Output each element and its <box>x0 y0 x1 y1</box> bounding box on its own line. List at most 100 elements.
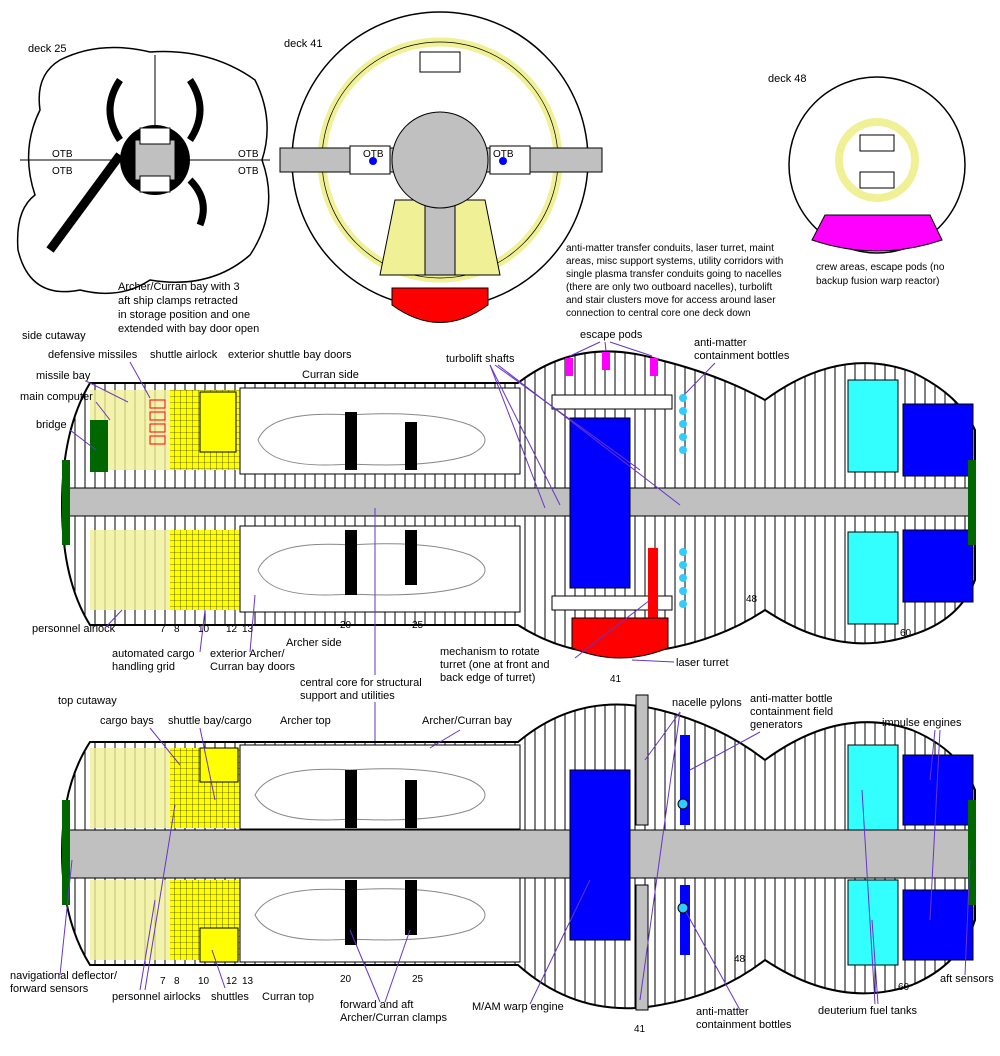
side-bottle <box>679 446 687 454</box>
side-deck-number: 13 <box>242 624 254 635</box>
side-deck-number: 10 <box>198 624 210 635</box>
top-label: Curran top <box>262 991 314 1003</box>
side-label: exterior Archer/ <box>210 648 286 660</box>
top-warp-engine <box>569 769 631 941</box>
side-forward-sensor <box>62 460 70 545</box>
deck41-caption-line: anti-matter transfer conduits, laser tur… <box>566 243 774 254</box>
central-core-label: support and utilities <box>300 690 395 702</box>
side-label: handling grid <box>112 661 175 673</box>
side-bottle <box>679 561 687 569</box>
top-clamp <box>405 880 417 935</box>
top-deck-number: 41 <box>634 1024 646 1035</box>
side-label: containment bottles <box>694 350 790 362</box>
deck41-conduit <box>369 157 377 165</box>
top-bottle <box>677 798 689 810</box>
top-cutaway-title: top cutaway <box>58 695 117 707</box>
top-clamp <box>345 770 357 828</box>
deck25-otb-label: OTB <box>238 149 259 160</box>
side-bottle <box>679 394 687 402</box>
side-bottle <box>679 548 687 556</box>
side-deck-number: 48 <box>746 594 758 605</box>
top-label: generators <box>750 719 803 731</box>
top-central-core <box>67 829 974 879</box>
top-label: impulse engines <box>882 717 962 729</box>
deck41-caption-line: and stair clusters move for access aroun… <box>566 295 776 306</box>
top-deck-number: 13 <box>242 976 254 987</box>
deck41-caption-line: areas, misc support systems, utility cor… <box>566 256 783 267</box>
side-central-core <box>67 487 974 517</box>
side-escape-pod <box>602 352 610 370</box>
deck48-caption-line: crew areas, escape pods (no <box>816 262 945 273</box>
side-label: turbolift shafts <box>446 353 515 365</box>
deck48-turbolift <box>859 171 895 189</box>
side-cutaway: side cutaway <box>20 329 976 685</box>
side-deck-number: 8 <box>174 624 180 635</box>
side-escape-pod <box>565 358 573 376</box>
top-label: aft sensors <box>940 973 994 985</box>
top-label: shuttle bay/cargo <box>168 715 252 727</box>
side-aft-sensor <box>968 460 976 545</box>
deck41-title: deck 41 <box>284 38 323 50</box>
top-deck-number: 25 <box>412 974 424 985</box>
side-bottle <box>679 420 687 428</box>
deck48-escape-pods <box>811 214 943 252</box>
side-label: defensive missiles <box>48 349 138 361</box>
deck48-plan: deck 48 crew areas, escape pods (no back… <box>768 73 966 287</box>
top-field-generator <box>680 735 690 825</box>
top-label: containment field <box>750 706 833 718</box>
side-cargo-grid <box>170 530 240 610</box>
deck25-caption-line: aft ship clamps retracted <box>118 295 238 307</box>
top-label: Archer/Curran bay <box>422 715 512 727</box>
deck48-turbolift <box>859 134 895 152</box>
side-shuttle-airlock <box>199 391 237 453</box>
side-label: back edge of turret) <box>440 672 535 684</box>
side-warp-engine <box>569 417 631 589</box>
side-deck-number: 25 <box>412 620 424 631</box>
top-label: forward sensors <box>10 983 89 995</box>
side-deuterium-tank <box>847 531 899 625</box>
side-label: personnel airlock <box>32 623 116 635</box>
deck25-turbolift <box>139 175 171 193</box>
side-impulse-engine <box>902 529 974 603</box>
top-label: shuttles <box>211 991 249 1003</box>
top-deck-number: 7 <box>160 976 166 987</box>
side-clamp <box>345 412 357 470</box>
deck41-connection-shaft <box>424 204 456 276</box>
top-deck-number: 8 <box>174 976 180 987</box>
top-label: forward and aft <box>340 999 413 1011</box>
central-core-label: central core for structural <box>300 677 422 689</box>
side-label: escape pods <box>580 329 643 341</box>
side-deck-number: 12 <box>226 624 238 635</box>
deck48-title: deck 48 <box>768 73 807 85</box>
deck25-caption-line: extended with bay door open <box>118 323 259 335</box>
top-field-generator <box>680 885 690 955</box>
side-label: exterior shuttle bay doors <box>228 349 352 361</box>
side-cutaway-title: side cutaway <box>22 330 86 342</box>
side-laser-turret <box>571 617 669 659</box>
deck41-otb-label: OTB <box>363 149 384 160</box>
side-bottle <box>679 600 687 608</box>
deck41-conduit <box>499 157 507 165</box>
top-label: personnel airlocks <box>112 991 201 1003</box>
top-shuttle <box>199 747 239 783</box>
side-clamp <box>405 530 417 585</box>
side-deck-number: 41 <box>610 674 622 685</box>
top-deck-number: 20 <box>340 974 352 985</box>
side-turret-mechanism <box>648 548 658 620</box>
top-label: nacelle pylons <box>672 697 742 709</box>
top-aft-sensor <box>968 800 976 905</box>
deck25-core-block <box>134 139 176 181</box>
side-label: laser turret <box>676 657 729 669</box>
side-bottle <box>679 407 687 415</box>
deck41-turbolift <box>419 51 461 73</box>
side-label: turret (one at front and <box>440 659 549 671</box>
top-label: M/AM warp engine <box>472 1001 564 1013</box>
deck25-otb-label: OTB <box>238 166 259 177</box>
side-label: automated cargo <box>112 648 195 660</box>
deck41-plan: deck 41 OTB OTB anti-matter transfer con… <box>279 11 783 323</box>
deck25-plan: deck 25 OTB OTB OTB OTB Archer/Curran ba… <box>16 43 270 335</box>
top-label: anti-matter bottle <box>750 693 833 705</box>
side-clamp <box>345 530 357 595</box>
side-missiles <box>149 399 166 445</box>
